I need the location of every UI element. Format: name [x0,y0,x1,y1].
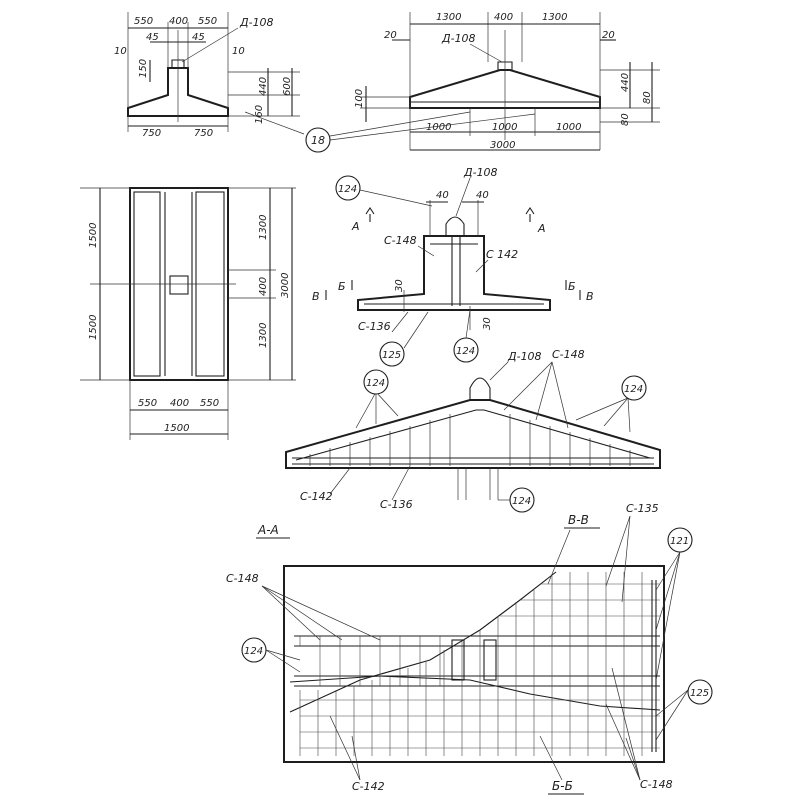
dim-1300-right: 1300 [542,12,567,23]
reinforcement-elevation-view: Д-108 С-148 124 124 С-142 С-136 124 [285,348,661,513]
callout-18: 18 [244,111,536,153]
callout-18-label: 18 [311,134,325,147]
callout-124-rebar-bottom: 124 [512,496,531,507]
label-c136-section: С-136 [358,320,391,333]
dim-1300-plan-bottom: 1300 [258,323,269,348]
dim-600: 600 [282,77,293,96]
combined-section-view: А-А В-В Б-Б С-148 С-135 С-142 С-148 121 … [226,502,713,795]
plan-view: 1500 1500 1300 400 1300 3000 550 400 550… [80,187,296,440]
marker-a-left: А [351,220,360,233]
callout-124-rebar-right: 124 [624,384,643,395]
front-elevation-view: 1300 400 1300 20 20 Д-108 100 440 80 80 … [354,12,660,151]
label-c148-section: С-148 [384,234,417,247]
dim-400-front: 400 [494,12,513,23]
dim-20-left: 20 [384,30,397,41]
dim-1000-a: 1000 [426,122,451,133]
dim-750-right: 750 [194,128,213,139]
dim-80-a: 80 [642,91,653,104]
dim-80-b: 80 [620,113,631,126]
label-c142-section: С 142 [486,248,518,261]
dim-150: 150 [138,59,149,78]
dim-550-plan-right: 550 [200,398,219,409]
dim-1300-left: 1300 [436,12,461,23]
marker-a-right: А [537,222,546,235]
callout-125-grid: 125 [690,688,709,699]
dim-550-left: 550 [134,16,153,27]
dim-550-plan-left: 550 [138,398,157,409]
marker-v-right: В [586,290,594,303]
label-c135-grid: С-135 [626,502,659,515]
cross-section-view: 40 40 30 30 Д-108 С-148 С 142 С-136 А А … [312,166,594,367]
dim-1500-plan: 1500 [164,423,189,434]
dim-400-plan: 400 [258,277,269,296]
dim-100: 100 [354,89,365,108]
side-elevation-view: 550 400 550 45 45 10 10 150 440 600 160 … [114,12,300,139]
dim-1500-bottom: 1500 [88,315,99,340]
label-section-bb: Б-Б [552,779,573,793]
label-c136-rebar: С-136 [380,498,413,511]
dim-20-right: 20 [602,30,615,41]
dim-550-right: 550 [198,16,217,27]
dim-400-plan-bottom: 400 [170,398,189,409]
dim-45-left: 45 [146,32,159,43]
dim-30-a: 30 [394,279,405,292]
label-d108-rebar: Д-108 [507,350,542,363]
label-d108-front: Д-108 [441,32,476,45]
dim-750-left: 750 [142,128,161,139]
dim-1000-c: 1000 [556,122,581,133]
dim-160: 160 [254,105,265,124]
dim-10-right: 10 [232,46,245,57]
dim-30-b: 30 [482,317,493,330]
label-c142-rebar: С-142 [300,490,333,503]
dim-10-left: 10 [114,46,127,57]
label-section-vv: В-В [568,513,589,527]
dim-45-right: 45 [192,32,205,43]
dim-3000: 3000 [490,140,515,151]
callout-124-grid: 124 [244,646,263,657]
label-c148-rebar: С-148 [552,348,585,361]
dim-3000-plan: 3000 [280,273,291,298]
callout-121: 121 [670,536,689,547]
callout-124-section-bottom: 124 [456,346,475,357]
dim-1000-b: 1000 [492,122,517,133]
label-c148-grid-left: С-148 [226,572,259,585]
grid-verticals [299,572,643,756]
label-d108-section: Д-108 [463,166,498,179]
marker-v-left: В [312,290,320,303]
dim-1500-top: 1500 [88,223,99,248]
label-c142-grid: С-142 [352,780,385,793]
dim-440: 440 [258,77,269,96]
dim-40-right: 40 [476,190,489,201]
marker-b-left: Б [338,280,346,293]
dim-440-front: 440 [620,73,631,92]
dim-400-top: 400 [169,16,188,27]
dim-1300-plan-top: 1300 [258,215,269,240]
marker-b-right: Б [568,280,576,293]
callout-124-rebar-left: 124 [366,378,385,389]
callout-124-section-top: 124 [338,184,357,195]
callout-125-section: 125 [382,350,401,361]
label-c148-grid-right: С-148 [640,778,673,791]
label-section-aa: А-А [257,523,279,537]
grid-horizontals [300,583,660,749]
label-d108-side: Д-108 [239,16,274,29]
dim-40-left: 40 [436,190,449,201]
